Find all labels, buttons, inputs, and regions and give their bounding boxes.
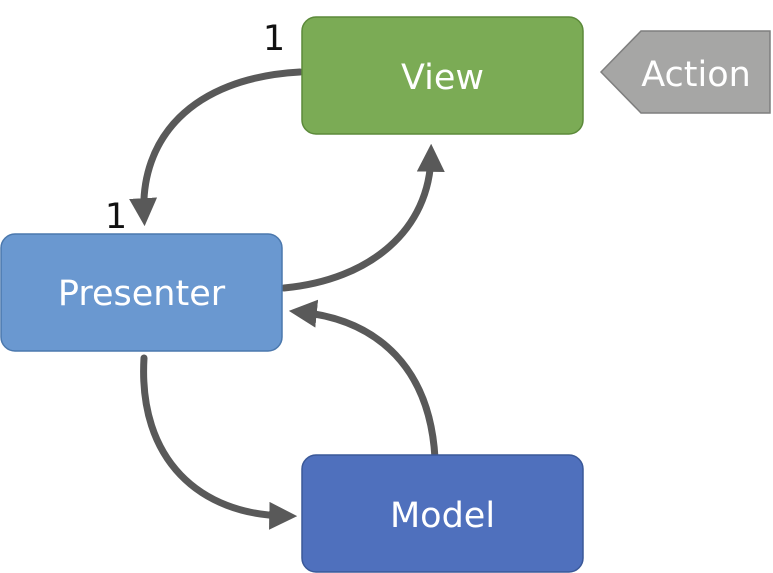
view-node: View: [301, 16, 584, 135]
model-box: [301, 454, 584, 573]
action-pentagon-shape: [599, 30, 771, 114]
view-to-presenter-arrow: [129, 68, 304, 227]
presenter-node: Presenter: [0, 233, 283, 352]
view-box: [301, 16, 584, 135]
action-label: Action: [641, 55, 751, 95]
view-label: View: [401, 58, 484, 98]
model-to-presenter-arrow: [288, 299, 439, 462]
presenter-to-model-arrow: [140, 354, 298, 530]
view-multiplicity-label: 1: [263, 19, 285, 59]
presenter-multiplicity-label: 1: [105, 197, 127, 237]
action-node: Action: [599, 30, 771, 114]
model-node: Model: [301, 454, 584, 573]
presenter-label: Presenter: [58, 274, 226, 314]
presenter-to-view-arrow: [280, 143, 445, 292]
presenter-box: [0, 233, 283, 352]
model-label: Model: [390, 496, 495, 536]
